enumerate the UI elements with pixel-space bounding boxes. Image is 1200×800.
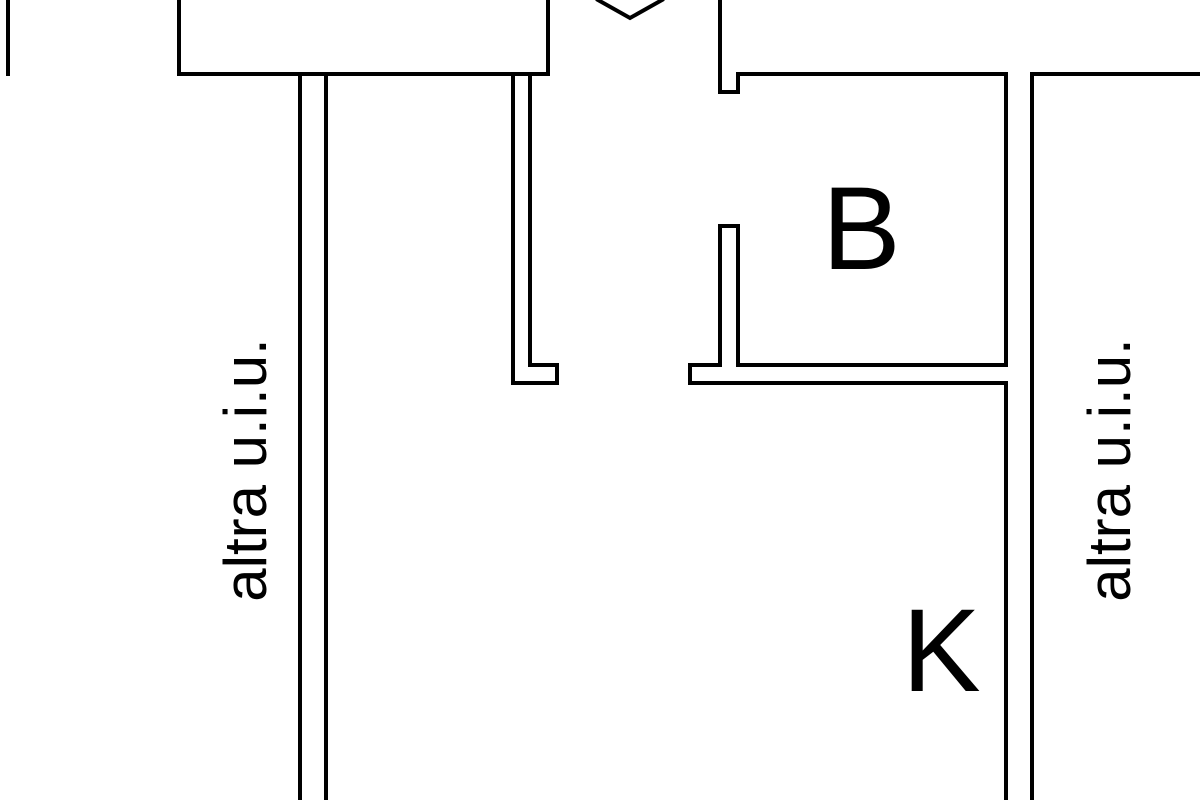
bathroom-label: B (822, 163, 901, 295)
wall-bathroom-stub (688, 224, 1008, 800)
wall-left-inner (324, 72, 517, 800)
wall-top-right-room (718, 0, 1008, 367)
wall-bathroom-left (718, 224, 1008, 367)
wall-corridor-left (511, 72, 559, 385)
door-swing-top (595, 0, 665, 21)
wall-right-inner (1030, 72, 1200, 800)
wall-top-left-room (177, 0, 550, 76)
kitchen-label: K (902, 585, 981, 717)
neighbor-unit-left-label: altra u.i.u. (212, 338, 279, 602)
neighbor-unit-right-label: altra u.i.u. (1076, 338, 1143, 602)
wall-left-outer (177, 72, 302, 800)
